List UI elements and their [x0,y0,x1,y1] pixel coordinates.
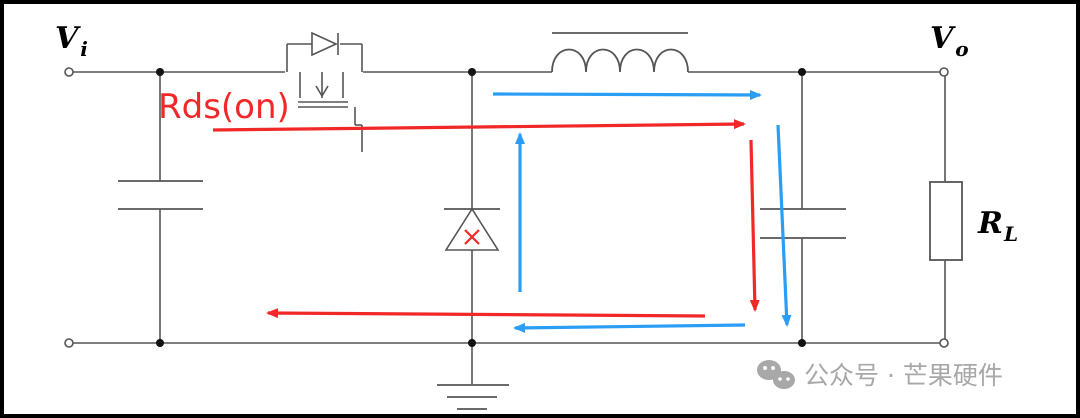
inductor [551,32,689,73]
red-current-path [212,119,760,319]
vin-terminal-bottom [64,338,74,348]
rds-on-label: Rds(on) [158,87,290,127]
blue-current-path [492,89,792,333]
vout-terminal-bottom [939,338,949,348]
mosfet-switch [286,31,363,152]
watermark: 公众号 · 芒果硬件 [757,360,1003,390]
terminals [64,67,949,348]
red-arrow-return [266,308,706,319]
diode-blocked-mark [464,229,480,245]
input-capacitor [118,180,203,210]
red-arrow-down [749,139,760,312]
wechat-icon [757,360,795,389]
blue-arrow-return [513,322,746,333]
junctions [156,68,806,347]
blue-arrow-down [776,124,792,327]
vout-terminal-top [939,67,949,77]
load-resistor [929,181,963,261]
ground-symbol [437,384,509,410]
vin-terminal-top [64,67,74,77]
output-capacitor [760,208,846,239]
blue-arrow-top [492,89,762,100]
watermark-text: 公众号 · 芒果硬件 [804,361,1003,390]
freewheel-diode [444,207,500,251]
red-arrow-top [212,119,746,132]
rload-label: RL [977,206,1018,246]
wires [73,71,946,384]
